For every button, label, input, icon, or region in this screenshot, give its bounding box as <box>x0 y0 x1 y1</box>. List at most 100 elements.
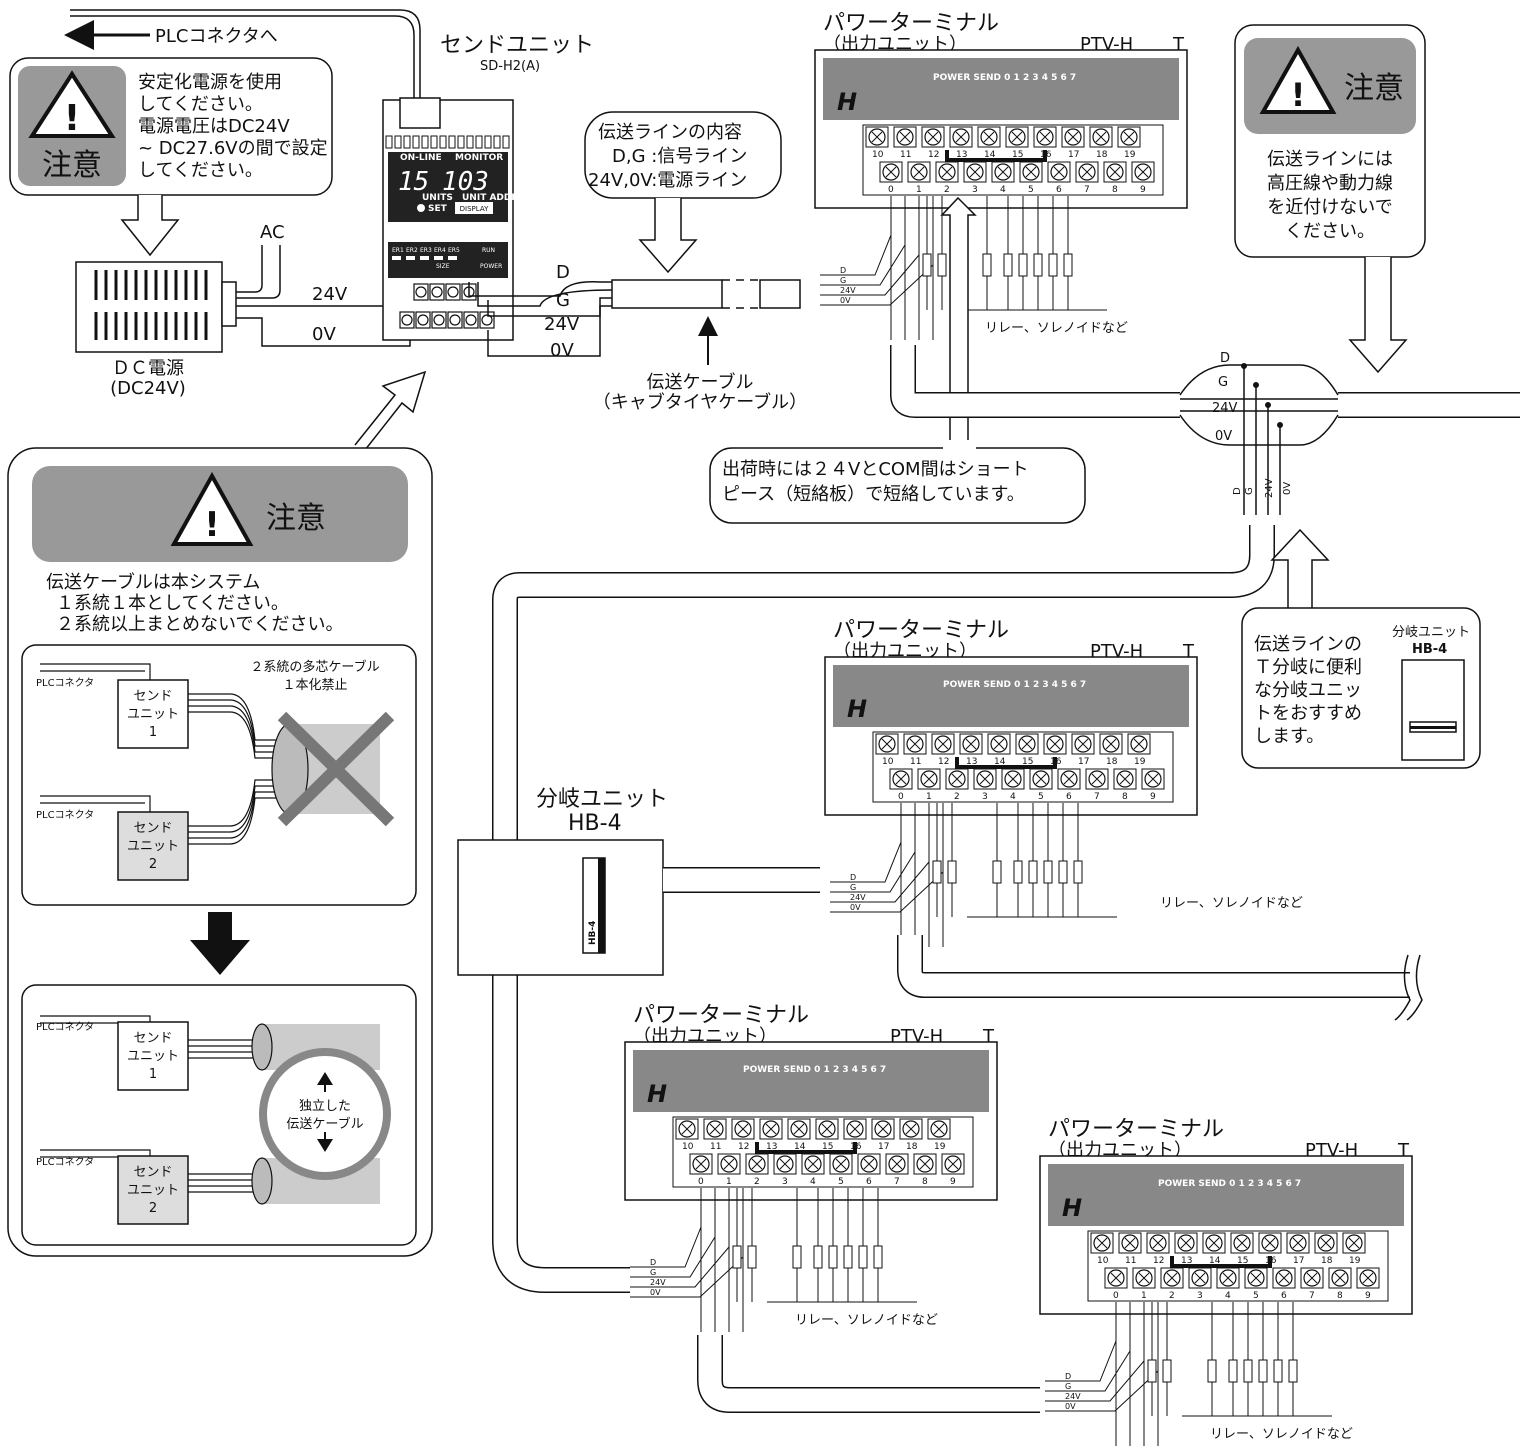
branch-unit-slot-label: HB-4 <box>588 921 598 945</box>
send-unit-wires <box>468 281 613 357</box>
caution-badge: 注意 <box>1344 71 1404 106</box>
caution-line: 安定化電源を使用 <box>138 72 282 93</box>
svg-text:13: 13 <box>966 757 977 767</box>
svg-text:7: 7 <box>1084 185 1090 195</box>
svg-text:19: 19 <box>1349 1256 1361 1266</box>
svg-text:2: 2 <box>954 792 960 802</box>
svg-text:センド: センド <box>133 1165 172 1180</box>
svg-text:15: 15 <box>1012 150 1023 160</box>
terminal-title: パワーターミナル <box>833 618 1009 643</box>
trunk-0v-label: 0V <box>1215 429 1232 444</box>
svg-text:3: 3 <box>972 185 978 195</box>
svg-text:9: 9 <box>1150 792 1156 802</box>
tip-unit-model: HB-4 <box>1412 642 1447 657</box>
svg-text:5: 5 <box>1253 1291 1259 1301</box>
svg-text:12: 12 <box>1153 1256 1164 1266</box>
svg-text:19: 19 <box>1134 757 1146 767</box>
svg-text:3: 3 <box>782 1177 788 1187</box>
svg-text:10: 10 <box>872 150 884 160</box>
svg-text:1: 1 <box>149 725 157 740</box>
caution-top-right: ! 注意 伝送ラインには 高圧線や動力線 を近付けないで ください。 <box>1234 24 1426 374</box>
svg-text:8: 8 <box>1122 792 1128 802</box>
short-note-line: 出荷時には２４VとCOM間はショート <box>722 459 1029 480</box>
svg-text:7: 7 <box>894 1177 900 1187</box>
svg-text:ユニット: ユニット <box>127 1049 179 1064</box>
ok-circle-icon <box>259 1048 391 1180</box>
bubble-line-contents: 伝送ラインの内容 D,G :信号ライン 24V,0V:電源ライン <box>584 111 782 274</box>
svg-text:SIZE: SIZE <box>436 263 450 270</box>
svg-text:11: 11 <box>910 757 921 767</box>
svg-text:0V: 0V <box>1282 482 1293 495</box>
trunk-cable <box>492 345 1520 1293</box>
terminal-header: POWER SEND 0 1 2 3 4 5 6 7 <box>933 73 1076 83</box>
monitor-label: MONITOR <box>455 153 503 163</box>
svg-text:2: 2 <box>944 185 950 195</box>
terminal-2-cable <box>897 935 1423 1021</box>
branch-wire-labels: D G 24V 0V <box>1232 478 1293 498</box>
caution-line: 伝送ラインには <box>1267 149 1393 170</box>
wire-label: D <box>650 1258 656 1267</box>
svg-text:1: 1 <box>1141 1291 1147 1301</box>
svg-text:1: 1 <box>726 1177 732 1187</box>
svg-text:14: 14 <box>984 150 996 160</box>
down-arrow-icon <box>190 912 250 975</box>
bubble-line: 24V,0V:電源ライン <box>588 170 747 191</box>
svg-text:5: 5 <box>838 1177 844 1187</box>
svg-text:13: 13 <box>1181 1256 1192 1266</box>
svg-text:14: 14 <box>794 1142 806 1152</box>
wire-label: D <box>1065 1372 1071 1381</box>
branch-unit-title: 分岐ユニット <box>536 787 668 812</box>
svg-text:17: 17 <box>1068 150 1079 160</box>
warning-icon <box>1259 45 1337 114</box>
display-right: 103 <box>442 167 489 197</box>
units-label: UNITS <box>422 193 453 203</box>
svg-text:17: 17 <box>1078 757 1089 767</box>
svg-text:15: 15 <box>822 1142 833 1152</box>
svg-text:5: 5 <box>1038 792 1044 802</box>
svg-text:6: 6 <box>866 1177 872 1187</box>
prohibited-line: １本化禁止 <box>282 678 347 693</box>
tip-line: な分岐ユニッ <box>1254 680 1362 701</box>
caution-arrow <box>354 370 427 451</box>
plc-arrow-label: PLCコネクタへ <box>155 26 278 47</box>
tip-unit-title: 分岐ユニット <box>1392 625 1470 640</box>
caution-line: ください。 <box>1285 221 1375 242</box>
svg-text:6: 6 <box>1066 792 1072 802</box>
unit-address-label: UNIT ADDRESS <box>462 193 537 203</box>
caution-line: ２系統以上まとめないでください。 <box>56 614 343 635</box>
caution-line: 電源電圧はDC24V <box>138 116 290 137</box>
svg-text:11: 11 <box>900 150 911 160</box>
terminal-title: パワーターミナル <box>823 11 999 36</box>
tip-line: トをおすすめ <box>1254 703 1362 724</box>
caution-line: を近付けないで <box>1267 197 1392 218</box>
bubble-line: 伝送ラインの内容 <box>598 122 742 143</box>
dc-power-label: ＤＣ電源 <box>112 358 184 379</box>
wire-label: D <box>840 266 846 275</box>
wire-label: 24V <box>840 286 856 295</box>
svg-text:POWER: POWER <box>480 263 502 270</box>
branch-tip: 伝送ラインの Ｔ分岐に便利 な分岐ユニッ トをおすすめ します。 分岐ユニット … <box>1241 528 1481 769</box>
online-label: ON-LINE <box>400 153 442 163</box>
send-unit: センドユニット SD-H2(A) ON-LINE MONITOR 15 103 … <box>382 33 594 341</box>
independent-line: 伝送ケーブル <box>286 1116 363 1132</box>
svg-text:6: 6 <box>1281 1291 1287 1301</box>
display-button[interactable] <box>455 202 493 214</box>
short-piece-note: 出荷時には２４VとCOM間はショート ピース（短絡板）で短絡しています。 <box>709 196 1086 524</box>
trunk-d-label: D <box>1220 351 1230 366</box>
svg-text:ユニット: ユニット <box>127 1183 179 1198</box>
svg-text:13: 13 <box>956 150 967 160</box>
plc-label: PLCコネクタ <box>36 809 94 821</box>
prohibited-line: ２系統の多芯ケーブル <box>250 659 379 675</box>
svg-text:0: 0 <box>1113 1291 1119 1301</box>
trunk-g-label: G <box>1218 375 1228 390</box>
caution-badge: 注意 <box>42 148 102 183</box>
svg-text:10: 10 <box>882 757 894 767</box>
err-label: ER4 <box>434 247 446 254</box>
wire-label: 0V <box>840 296 851 305</box>
independent-line: 独立した <box>299 1099 351 1114</box>
svg-text:17: 17 <box>878 1142 889 1152</box>
wire-g-label: G <box>556 290 570 311</box>
svg-text:5: 5 <box>1028 185 1034 195</box>
